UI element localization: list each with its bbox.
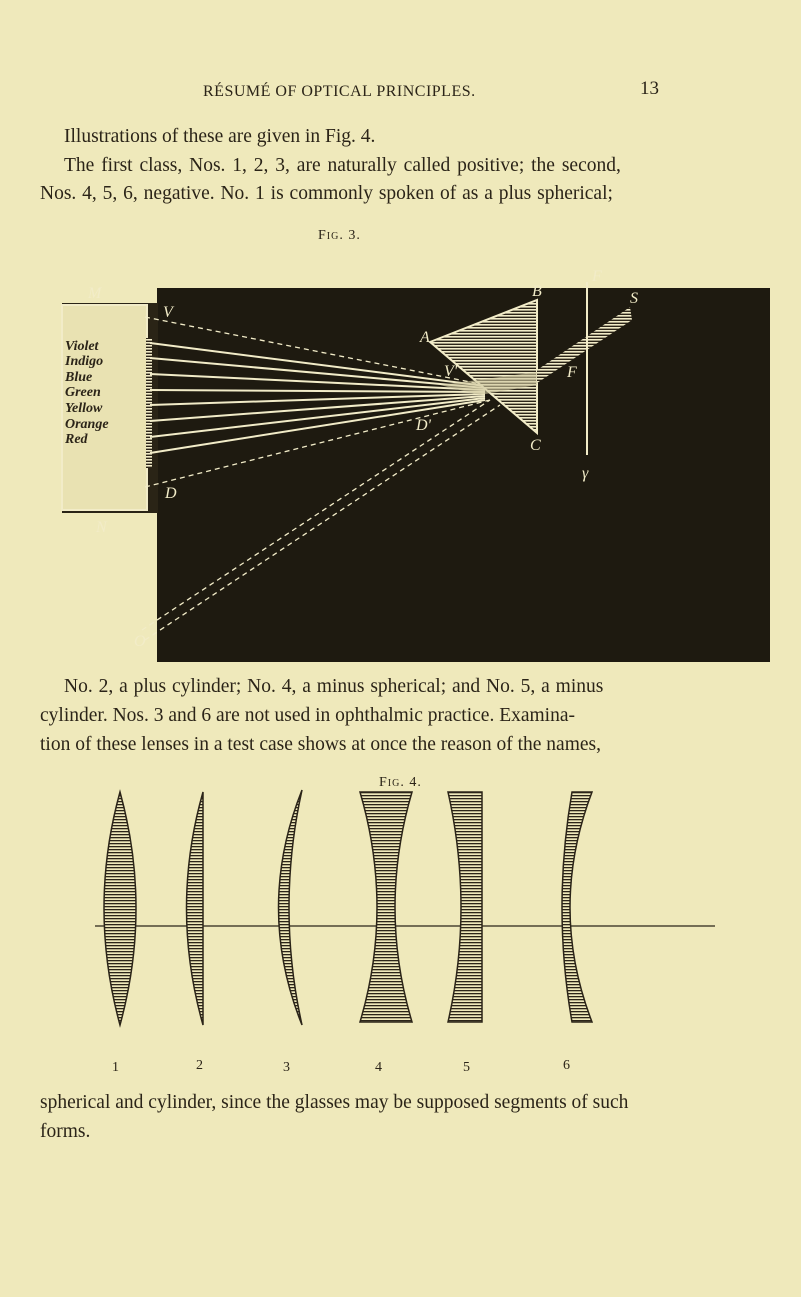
text-line: No. 2, a plus cylinder; No. 4, a minus s… xyxy=(64,676,604,697)
lens-number: 2 xyxy=(196,1058,203,1073)
spectrum-labels: Violet Indigo Blue Green Yellow Orange R… xyxy=(64,339,109,447)
dashed-rays xyxy=(141,316,501,641)
label-F-top: F xyxy=(591,268,602,285)
lens-3-convex-meniscus xyxy=(277,789,303,1026)
spectrum-indigo: Indigo xyxy=(64,354,103,369)
running-title: RÉSUMÉ OF OPTICAL PRINCIPLES. xyxy=(203,83,476,100)
page-number: 13 xyxy=(640,78,659,99)
incident-beam xyxy=(537,307,632,383)
text-line: spherical and cylinder, since the glasse… xyxy=(40,1092,629,1113)
label-F: F xyxy=(566,364,577,381)
label-S: S xyxy=(630,290,638,307)
lens-number: 6 xyxy=(563,1058,570,1073)
lens-6-concave-meniscus xyxy=(561,791,594,1023)
label-B: B xyxy=(532,283,542,300)
spectrum-yellow: Yellow xyxy=(65,401,103,416)
lens-5-plano-concave xyxy=(447,791,483,1023)
spectrum-screen xyxy=(61,304,148,511)
spectrum-orange: Orange xyxy=(65,417,109,432)
lens-1-biconvex xyxy=(103,789,137,1028)
refracted-rays xyxy=(149,342,486,454)
figure4-caption: Fig. 4. xyxy=(379,775,422,790)
lens-number: 4 xyxy=(375,1060,382,1075)
text-line: tion of these lenses in a test case show… xyxy=(40,734,601,755)
lens-number: 5 xyxy=(463,1060,470,1075)
label-A: A xyxy=(419,329,430,346)
label-D-prime: D' xyxy=(415,417,432,434)
text-line: Illustrations of these are given in Fig.… xyxy=(64,126,376,147)
label-C: C xyxy=(530,437,541,454)
label-V-prime: V' xyxy=(444,363,458,380)
label-D: D xyxy=(164,485,177,502)
label-M: M xyxy=(87,285,103,302)
text-line: Nos. 4, 5, 6, negative. No. 1 is commonl… xyxy=(40,183,613,204)
lens-number: 1 xyxy=(112,1060,119,1075)
label-gamma: γ xyxy=(582,465,589,482)
spectrum-blue: Blue xyxy=(64,370,92,385)
figure3-caption: Fig. 3. xyxy=(318,228,361,243)
text-line: forms. xyxy=(40,1121,91,1142)
spectrum-violet: Violet xyxy=(65,339,100,354)
text-line: cylinder. Nos. 3 and 6 are not used in o… xyxy=(40,705,576,726)
lens-2-plano-convex xyxy=(185,791,204,1026)
label-N: N xyxy=(95,519,108,536)
lens-number: 3 xyxy=(283,1060,290,1075)
spectrum-red: Red xyxy=(64,432,89,447)
lens-4-biconcave xyxy=(358,791,414,1023)
label-O: O xyxy=(134,633,146,650)
text-line: The first class, Nos. 1, 2, 3, are natur… xyxy=(64,155,621,176)
spectrum-green: Green xyxy=(65,385,101,400)
label-V: V xyxy=(163,304,175,321)
